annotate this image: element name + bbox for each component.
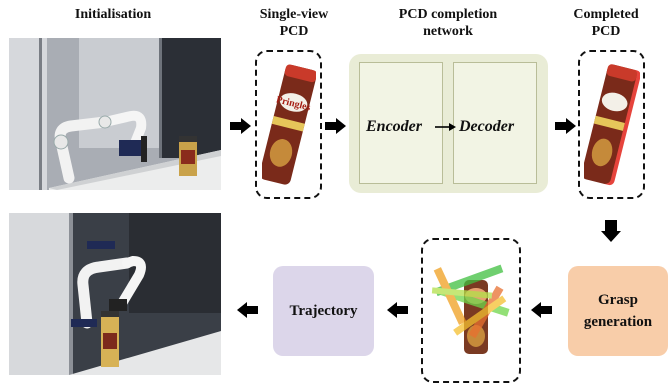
title-pcd-completion-network: PCD completion network <box>398 7 498 39</box>
robot-scene-image <box>9 38 221 190</box>
arrow-right-icon <box>230 118 251 134</box>
title-initialisation: Initialisation <box>74 7 152 22</box>
grasp-candidates-frame <box>421 238 521 383</box>
encoder-block <box>359 62 443 184</box>
completed-point-cloud <box>584 64 640 186</box>
decoder-label: Decoder <box>459 118 515 135</box>
encoder-label: Encoder <box>366 118 422 135</box>
single-view-pcd-frame <box>255 50 322 199</box>
grasp-generation-label-line2: generation <box>583 314 653 330</box>
trajectory-box: Trajectory <box>273 266 374 356</box>
grasp-generation-box: Grasp generation <box>568 266 668 356</box>
single-view-point-cloud: Pringles <box>262 64 316 185</box>
arrow-left-icon <box>531 302 552 318</box>
arrow-right-icon <box>555 118 576 134</box>
title-single-view-pcd: Single-view PCD <box>259 7 329 39</box>
arrow-down-icon <box>601 220 621 242</box>
pcd-completion-network-box: Encoder Decoder <box>349 54 548 193</box>
grasp-candidates-visual <box>431 264 510 354</box>
execution-photo <box>9 213 221 375</box>
robot-grasp-image <box>9 213 221 375</box>
encoder-to-decoder-arrow <box>435 123 456 131</box>
trajectory-label: Trajectory <box>289 302 358 319</box>
grasp-generation-label-line1: Grasp <box>597 292 638 308</box>
decoder-block <box>453 62 537 184</box>
arrow-left-icon <box>237 302 258 318</box>
arrow-right-icon <box>325 118 346 134</box>
arrow-left-icon <box>387 302 408 318</box>
completed-pcd-frame <box>578 50 645 199</box>
title-completed-pcd: Completed PCD <box>573 7 639 39</box>
initialisation-photo <box>9 38 221 190</box>
